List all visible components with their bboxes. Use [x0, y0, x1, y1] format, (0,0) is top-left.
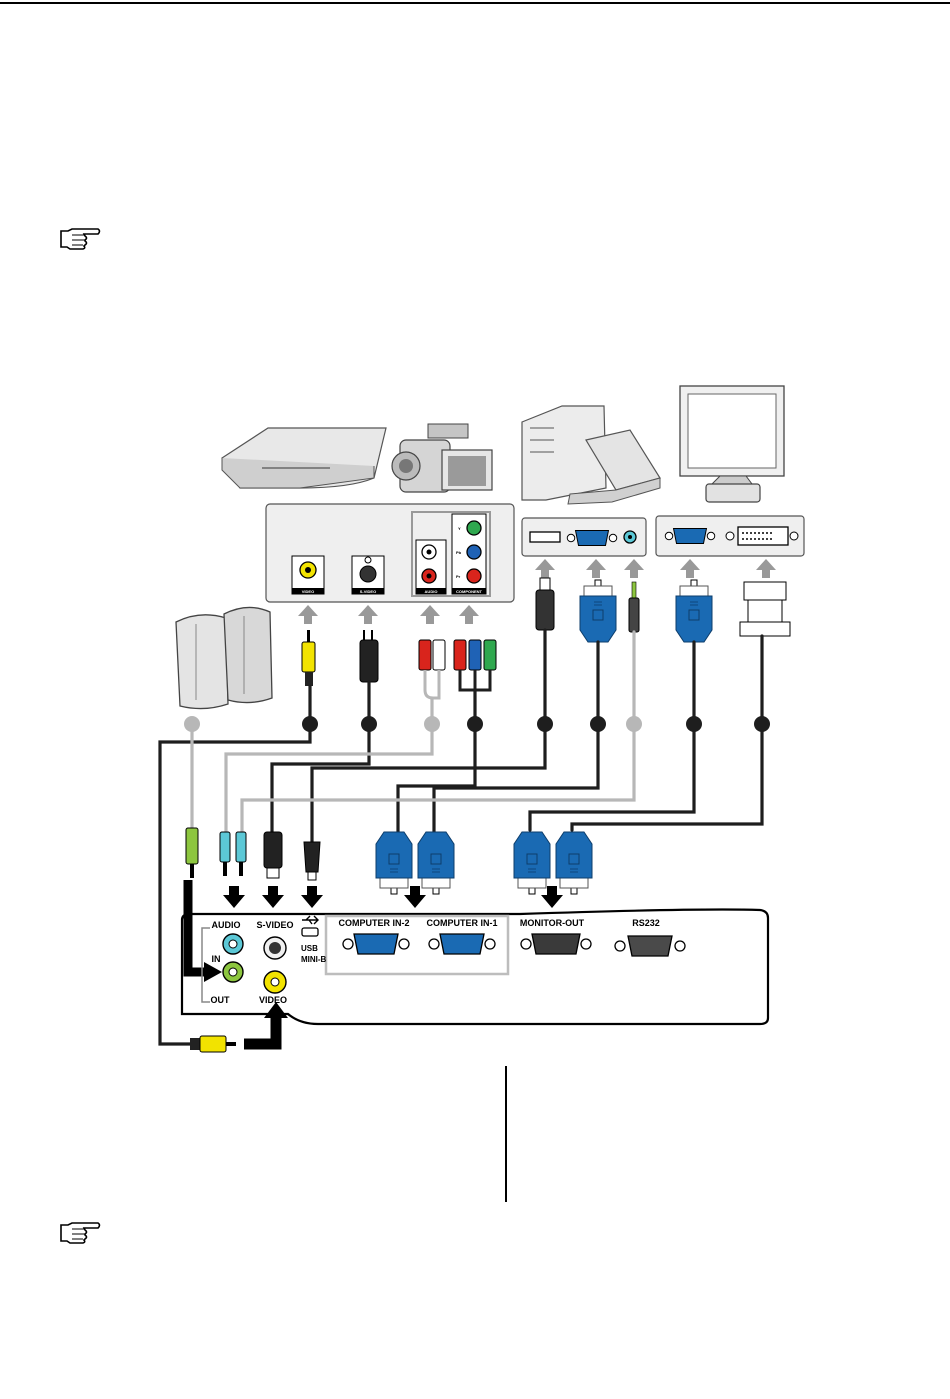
- composite-plug-projector: [190, 1036, 236, 1052]
- usb-plug: [536, 578, 554, 630]
- svideo-port: S-VIDEO: [352, 556, 384, 594]
- monitor-icon: [680, 386, 784, 502]
- dvi-vga-adapter: [740, 582, 790, 636]
- svg-text:Pr: Pr: [456, 574, 461, 579]
- rs232-port[interactable]: [615, 936, 685, 956]
- connection-diagram: VIDEO S-VIDEO AUDIO Y Pb Pr COMPONENT: [140, 380, 820, 1060]
- speakers-icon: [176, 607, 272, 708]
- usb-icon: [302, 916, 318, 924]
- note-hand-icon: [58, 1220, 102, 1246]
- audio-in-jacks: [220, 832, 246, 876]
- component-ports: Y Pb Pr COMPONENT: [452, 514, 486, 594]
- computer-in-1-port[interactable]: [429, 934, 495, 954]
- video-port-projector[interactable]: [264, 971, 286, 993]
- computer-in-2-label: COMPUTER IN-2: [338, 918, 409, 928]
- in-label: IN: [212, 954, 221, 964]
- svg-text:Pb: Pb: [456, 550, 462, 555]
- svg-text:VIDEO: VIDEO: [302, 589, 314, 594]
- video-port: VIDEO: [292, 556, 324, 594]
- usb-mini-plug: [304, 842, 320, 880]
- computer-in-2-port[interactable]: [343, 934, 409, 954]
- svg-text:AUDIO: AUDIO: [425, 589, 438, 594]
- out-label: OUT: [211, 995, 231, 1005]
- svideo-label: S-VIDEO: [256, 920, 293, 930]
- video-label: VIDEO: [259, 995, 287, 1005]
- audio-rca-ports: AUDIO: [416, 540, 446, 594]
- audio-out-port[interactable]: [223, 962, 243, 982]
- note-hand-icon: [58, 226, 102, 252]
- desktop-laptop-icon: [522, 406, 660, 504]
- column-divider: [505, 1066, 507, 1202]
- computer-in-1-label: COMPUTER IN-1: [426, 918, 497, 928]
- svg-text:S-VIDEO: S-VIDEO: [360, 589, 376, 594]
- component-plugs: [454, 640, 496, 690]
- rs232-label: RS232: [632, 918, 660, 928]
- svideo-plug: [360, 630, 378, 682]
- audio-rca-plugs: [419, 640, 445, 698]
- svideo-plug-projector: [264, 832, 282, 878]
- svideo-port-projector[interactable]: [264, 937, 286, 959]
- audio-in-port[interactable]: [223, 934, 243, 954]
- svg-text:Y: Y: [458, 526, 461, 531]
- usb-label: USB: [301, 944, 318, 953]
- connection-dots: [184, 716, 770, 732]
- camcorder-icon: [392, 424, 492, 492]
- usb-mini-port[interactable]: [302, 928, 318, 936]
- composite-plug: [302, 630, 315, 686]
- monitor-out-label: MONITOR-OUT: [520, 918, 585, 928]
- dvd-player-icon: [222, 428, 386, 488]
- audio-out-jack: [186, 828, 198, 878]
- usb-mini-b-label: MINI-B: [301, 955, 327, 964]
- audio-label: AUDIO: [212, 920, 241, 930]
- svg-text:COMPONENT: COMPONENT: [456, 589, 483, 594]
- header-rule: [0, 2, 950, 4]
- monitor-out-port[interactable]: [521, 934, 591, 954]
- mini-jack-plug: [629, 582, 639, 632]
